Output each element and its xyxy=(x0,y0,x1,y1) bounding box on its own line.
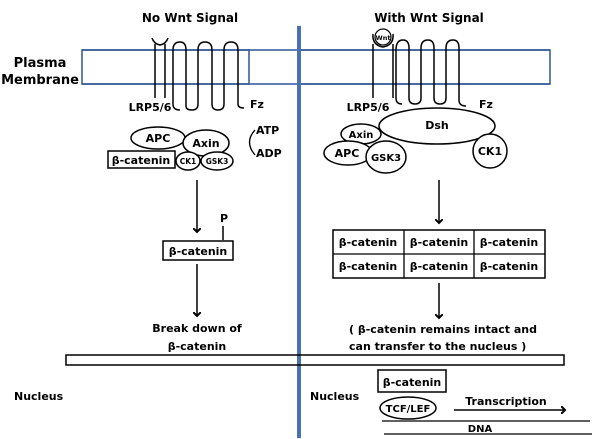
gsk3-label-right: GSK3 xyxy=(371,153,401,164)
wnt-ligand xyxy=(374,28,392,46)
grid-cell: β-catenin xyxy=(480,260,539,273)
membrane-label-line1: Plasma xyxy=(14,56,67,71)
nuclear-membrane xyxy=(65,354,565,366)
right-title: With Wnt Signal xyxy=(374,11,484,25)
grid-cell: β-catenin xyxy=(410,260,469,273)
panel-divider xyxy=(297,26,301,438)
wnt-label: Wnt xyxy=(376,34,391,42)
grid-cell: β-catenin xyxy=(339,260,398,273)
ck1-node-left xyxy=(175,151,201,171)
adp-label: ADP xyxy=(256,147,282,160)
axin-label-left: Axin xyxy=(192,137,219,150)
beta-catenin-grid: β-catenin β-catenin β-catenin β-catenin … xyxy=(332,229,546,279)
grid-cell: β-catenin xyxy=(339,236,398,249)
dsh-label: Dsh xyxy=(425,119,449,132)
grid-cell: β-catenin xyxy=(480,236,539,249)
gsk3-node-right xyxy=(365,140,407,174)
beta-catenin-label-left: β-catenin xyxy=(169,245,228,258)
apc-label-right: APC xyxy=(335,147,360,160)
fz-label-right: Fz xyxy=(479,98,493,111)
apc-label-left: APC xyxy=(146,132,171,145)
dna-label: DNA xyxy=(468,424,493,435)
lrp-receptor-left xyxy=(151,37,169,98)
beta-catenin-box-complex xyxy=(107,150,176,169)
nucleus-label-right: Nucleus xyxy=(310,390,360,403)
left-outcome-line2: β-catenin xyxy=(168,340,227,353)
fz-label-left: Fz xyxy=(250,98,264,111)
atp-adp-arc xyxy=(248,129,256,156)
transcription-label: Transcription xyxy=(465,395,547,408)
phospho-label: P xyxy=(220,212,228,225)
right-outcome-line2: can transfer to the nucleus ) xyxy=(349,340,526,353)
gsk3-node-left xyxy=(200,151,234,171)
nucleus-label-left: Nucleus xyxy=(14,390,64,403)
nuclear-beta-catenin-box xyxy=(377,369,447,393)
grid-cell: β-catenin xyxy=(410,236,469,249)
nuclear-beta-catenin-label: β-catenin xyxy=(383,376,442,389)
left-title: No Wnt Signal xyxy=(142,11,238,25)
plasma-membrane-right xyxy=(299,49,551,85)
dsh-node xyxy=(378,107,496,145)
lrp-receptor-right xyxy=(372,33,394,98)
ck1-label-right: CK1 xyxy=(478,145,502,158)
frizzled-receptor-right xyxy=(395,39,467,107)
axin-label-right: Axin xyxy=(349,130,374,141)
beta-catenin-label-complex: β-catenin xyxy=(112,154,171,167)
membrane-label-line2: Membrane xyxy=(1,73,79,88)
beta-catenin-box-left xyxy=(162,240,234,261)
ck1-node-right xyxy=(472,133,508,169)
gsk3-label-left: GSK3 xyxy=(206,157,229,166)
left-outcome-line1: Break down of xyxy=(152,322,242,335)
tcf-lef-node xyxy=(379,396,437,420)
ck1-label-left: CK1 xyxy=(180,157,197,166)
right-outcome-line1: ( β-catenin remains intact and xyxy=(349,323,537,336)
frizzled-receptor-left xyxy=(172,41,245,111)
tcf-lef-label: TCF/LEF xyxy=(386,404,431,415)
atp-label: ATP xyxy=(256,124,279,137)
lrp-label-left: LRP5/6 xyxy=(129,101,172,114)
lrp-label-right: LRP5/6 xyxy=(347,101,390,114)
